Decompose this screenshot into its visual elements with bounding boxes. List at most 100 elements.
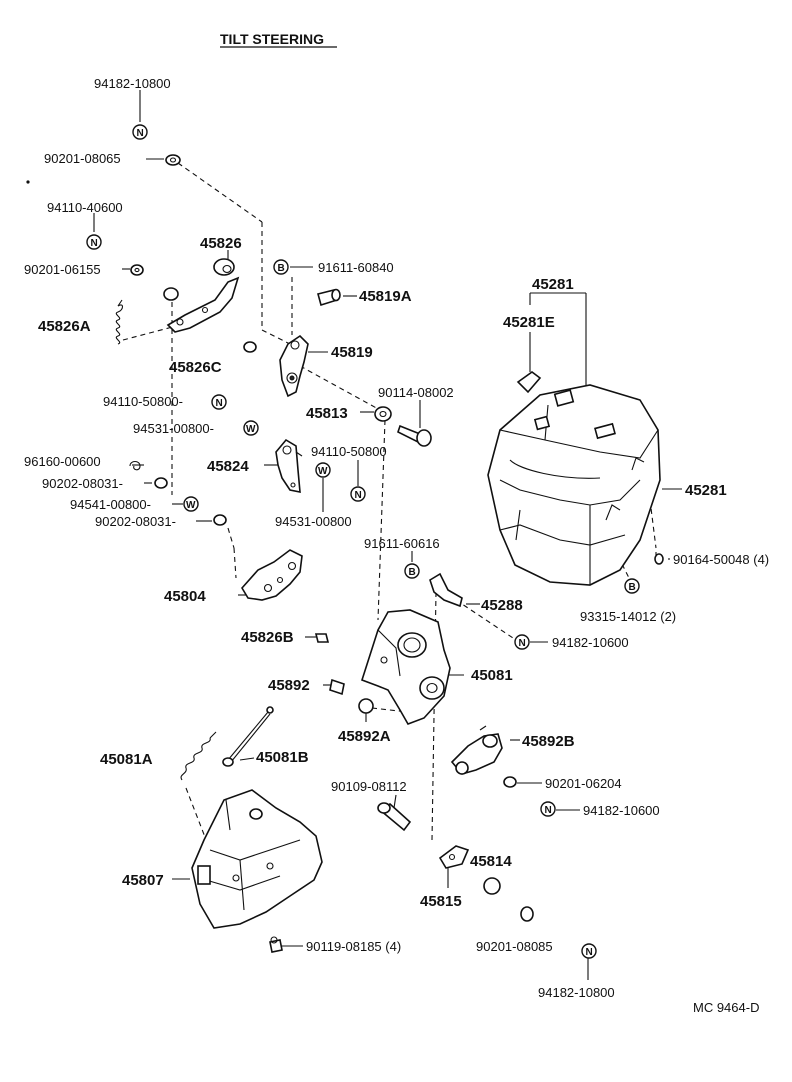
washer-icon — [154, 477, 168, 489]
label-45824: 45824 — [207, 458, 249, 475]
label-94541-00800: 94541-00800- — [70, 497, 151, 512]
bracket-45081-icon — [361, 609, 451, 725]
base-bracket-45807-icon — [191, 789, 323, 929]
washer-45826C-icon — [243, 341, 257, 353]
bushing-45813-icon — [374, 406, 392, 422]
bolt-90114-icon — [397, 424, 432, 447]
label-94110-40600: 94110-40600 — [47, 200, 123, 215]
n-marker-icon: N — [581, 943, 597, 959]
w-marker-icon: W — [315, 462, 331, 478]
pin-45819A-icon — [317, 288, 341, 307]
label-94182-10800-top: 94182-10800 — [94, 76, 171, 91]
svg-text:B: B — [278, 263, 285, 274]
lever-45824-icon — [275, 438, 303, 493]
cover-45281E-icon — [516, 371, 542, 394]
svg-text:N: N — [355, 490, 362, 501]
stray-mark — [26, 180, 30, 184]
tilt-lever-45826-icon — [163, 258, 240, 333]
label-45892A: 45892A — [338, 728, 391, 745]
label-45815: 45815 — [420, 893, 462, 910]
label-90201-06204: 90201-06204 — [545, 776, 622, 791]
label-45819: 45819 — [331, 344, 373, 361]
label-45892: 45892 — [268, 677, 310, 694]
drawing-code: MC 9464-D — [693, 1000, 759, 1015]
washer-icon — [520, 906, 534, 922]
label-90119-08185: 90119-08185 (4) — [306, 939, 401, 954]
b-marker-icon: B — [624, 578, 640, 594]
n-marker-icon: N — [86, 234, 102, 250]
diagram-title: TILT STEERING — [220, 31, 324, 47]
part-labels: 94182-10800 90201-08065 94110-40600 9020… — [24, 76, 769, 1015]
label-94182-10600-b: 94182-10600 — [583, 803, 660, 818]
label-45804: 45804 — [164, 588, 206, 605]
spring-45081A-icon — [180, 731, 217, 781]
svg-text:N: N — [545, 805, 552, 816]
pin-45826B-icon — [314, 633, 330, 643]
w-marker-icon: W — [243, 420, 259, 436]
b-marker-icon: B — [273, 259, 289, 275]
n-marker-icon: N — [211, 394, 227, 410]
label-96160-00600: 96160-00600 — [24, 454, 101, 469]
svg-text:N: N — [137, 128, 144, 139]
n-marker-icon: N — [514, 634, 530, 650]
n-marker-icon: N — [540, 801, 556, 817]
label-94110-50800-left: 94110-50800- — [103, 394, 183, 409]
w-marker-icon: W — [183, 496, 199, 512]
label-94182-10600-a: 94182-10600 — [552, 635, 629, 650]
spring-45826A-icon — [115, 299, 124, 345]
svg-text:N: N — [91, 238, 98, 249]
lock-bracket-45819-icon — [279, 334, 309, 398]
svg-text:N: N — [586, 947, 593, 958]
label-45813: 45813 — [306, 405, 348, 422]
label-45892B: 45892B — [522, 733, 575, 750]
label-45288: 45288 — [481, 597, 523, 614]
washer-hole-icon — [169, 157, 177, 163]
label-94531-00800-left: 94531-00800- — [133, 421, 214, 436]
screw-90164-icon — [654, 552, 664, 565]
bushing-45814-icon — [483, 877, 501, 895]
label-90109-08112: 90109-08112 — [331, 779, 407, 794]
label-45081A: 45081A — [100, 751, 153, 768]
svg-text:N: N — [519, 638, 526, 649]
label-45819A: 45819A — [359, 288, 412, 305]
rod-45081B-icon — [222, 706, 274, 767]
n-marker-icon: N — [132, 124, 148, 140]
support-45804-icon — [241, 549, 303, 601]
label-91611-60840: 91611-60840 — [318, 260, 394, 275]
svg-text:B: B — [629, 582, 636, 593]
label-45826A: 45826A — [38, 318, 91, 335]
label-45826C: 45826C — [169, 359, 222, 376]
label-90164-50048: 90164-50048 (4) — [673, 552, 769, 567]
label-45281-right: 45281 — [685, 482, 727, 499]
label-90114-08002: 90114-08002 — [378, 385, 454, 400]
washer-icon — [213, 514, 227, 526]
label-91611-60616: 91611-60616 — [364, 536, 440, 551]
label-94110-50800-mid: 94110-50800 — [311, 444, 387, 459]
label-45281-top: 45281 — [532, 276, 574, 293]
label-45081: 45081 — [471, 667, 513, 684]
label-45281E: 45281E — [503, 314, 555, 331]
label-45826B: 45826B — [241, 629, 294, 646]
n-marker-icon: N — [350, 486, 366, 502]
bolt-90109-icon — [377, 802, 412, 832]
clip-96160-icon — [129, 460, 141, 471]
svg-text:W: W — [318, 466, 328, 477]
clip-45288-icon — [429, 572, 463, 608]
label-90201-08065: 90201-08065 — [44, 151, 121, 166]
label-45807: 45807 — [122, 872, 164, 889]
plate-45815-icon — [438, 845, 470, 869]
label-93315-14012: 93315-14012 (2) — [580, 609, 676, 624]
washer-icon — [130, 264, 144, 276]
column-cover-45281-icon — [487, 384, 661, 586]
svg-text:N: N — [216, 398, 223, 409]
svg-text:B: B — [409, 567, 416, 578]
b-marker-icon: B — [404, 563, 420, 579]
washer-icon — [165, 154, 181, 166]
washer-hole-icon — [134, 267, 140, 273]
svg-text:W: W — [246, 424, 256, 435]
bushing-45892A-icon — [358, 698, 374, 714]
label-94182-10800-bottom: 94182-10800 — [538, 985, 615, 1000]
label-45826: 45826 — [200, 235, 242, 252]
bolt-90119-icon — [269, 936, 283, 953]
